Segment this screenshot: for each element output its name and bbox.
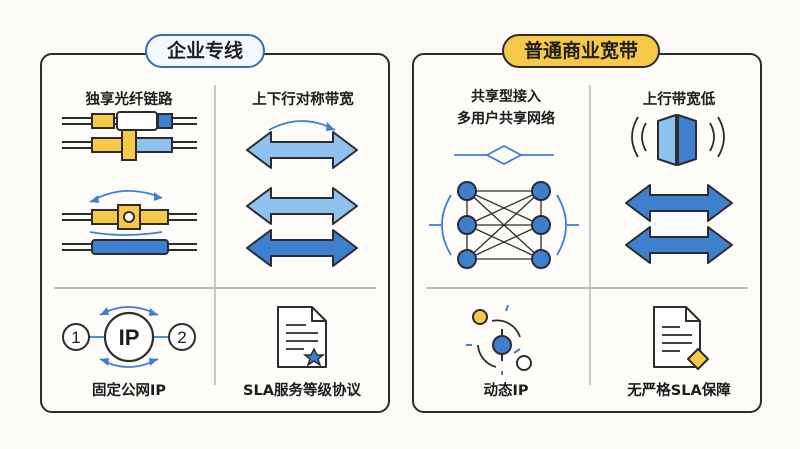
fiber-link-icon [62, 111, 197, 255]
multi-user-shared-label: 多用户共享网络 [457, 111, 555, 127]
dynamic-ip-label: 动态IP [483, 383, 529, 399]
business-broadband-panel: 共享型接入 多用户共享网络 上行带宽低 动态IP 无严格SLA保障 [412, 53, 762, 413]
fixed-ip-icon: 1 IP 2 [62, 306, 196, 368]
shared-access-label: 共享型接入 [471, 89, 541, 105]
dedicated-fiber-label: 独享光纤链路 [85, 92, 173, 108]
symmetric-arrows-icon [246, 120, 358, 267]
business-broadband-title: 普通商业宽带 [502, 34, 661, 68]
node-2-label: 2 [177, 328, 186, 347]
shared-network-icon [429, 144, 579, 269]
dynamic-ip-icon [466, 304, 532, 375]
low-upload-icon [625, 114, 733, 264]
enterprise-line-panel: 独享光纤链路 上下行对称带宽 固定公网IP SLA服务等级协议 [40, 53, 390, 413]
panel-divider-horizontal [426, 287, 748, 289]
no-sla-label: 无严格SLA保障 [627, 383, 731, 399]
panel-divider-vertical [214, 85, 216, 385]
sla-document-icon [277, 306, 327, 368]
ip-badge-label: IP [119, 325, 140, 350]
enterprise-line-title: 企业专线 [145, 34, 266, 68]
symmetric-bandwidth-label: 上下行对称带宽 [252, 92, 354, 108]
fixed-public-ip-label: 固定公网IP [91, 383, 167, 399]
no-sla-document-icon [653, 306, 709, 370]
node-1-label: 1 [71, 328, 80, 347]
sla-agreement-label: SLA服务等级协议 [243, 383, 361, 399]
panel-divider-horizontal [54, 287, 376, 289]
panel-divider-vertical [589, 85, 591, 385]
low-upload-label: 上行带宽低 [642, 92, 716, 108]
